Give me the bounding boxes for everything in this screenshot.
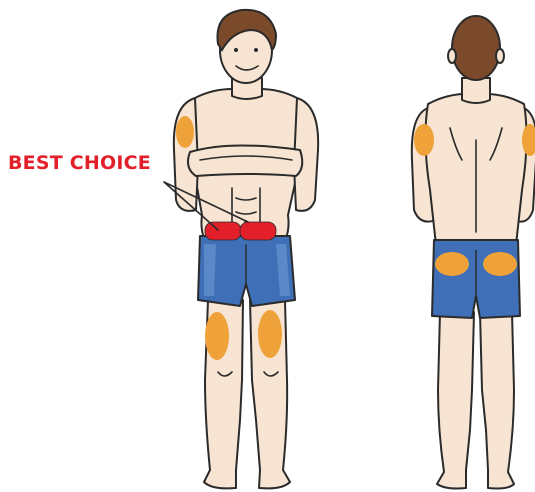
front-right-upper-arm-site <box>176 116 194 148</box>
front-right-abdomen-site <box>240 222 276 240</box>
front-left-abdomen-site <box>205 222 241 240</box>
back-right-buttock-site <box>483 252 517 276</box>
back-neck <box>462 78 490 103</box>
back-right-leg <box>480 312 514 489</box>
back-left-upper-arm-site <box>414 124 434 156</box>
back-head <box>452 16 500 80</box>
front-figure <box>164 10 318 489</box>
front-right-thigh-site <box>258 310 282 358</box>
back-figure <box>412 16 535 489</box>
back-left-buttock-site <box>435 252 469 276</box>
front-left-thigh-site <box>205 312 229 360</box>
front-crossed-arms <box>188 145 302 176</box>
back-left-leg <box>437 312 474 489</box>
